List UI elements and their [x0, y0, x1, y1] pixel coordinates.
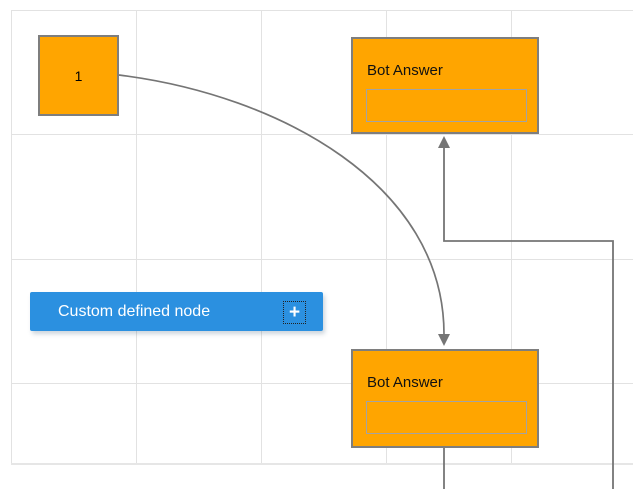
grid-hline [11, 10, 633, 11]
connector-curve-path[interactable] [118, 74, 445, 335]
grid-vline [511, 10, 512, 464]
bot-answer-title: Bot Answer [367, 62, 443, 79]
bot-answer-input[interactable] [366, 401, 527, 434]
grid-vline [11, 10, 12, 464]
node-bot-answer-top[interactable]: Bot Answer [351, 37, 539, 134]
grid-bottom-boundary [11, 463, 633, 465]
connector-curve-start-to-bot-bottom[interactable] [118, 74, 450, 346]
node-start-square[interactable]: 1 [38, 35, 119, 116]
grid-vline [261, 10, 262, 464]
node-bot-answer-bottom[interactable]: Bot Answer [351, 349, 539, 448]
grid-vline [386, 10, 387, 464]
arrowhead-down-icon [438, 334, 450, 346]
node-start-label: 1 [74, 67, 83, 84]
custom-node-label: Custom defined node [58, 302, 211, 320]
connector-orthogonal-path[interactable] [443, 148, 614, 489]
bot-answer-input[interactable] [366, 89, 527, 122]
grid-hline [11, 383, 633, 384]
grid-hline [11, 134, 633, 135]
bot-answer-title: Bot Answer [367, 374, 443, 391]
plus-icon: + [288, 302, 301, 323]
node-custom-defined[interactable]: Custom defined node + [30, 292, 323, 331]
grid-hline [11, 259, 633, 260]
grid-vline [136, 10, 137, 464]
connector-orthogonal-to-bot-top[interactable] [438, 136, 614, 489]
add-button[interactable]: + [283, 301, 306, 324]
arrowhead-up-icon [438, 136, 450, 148]
